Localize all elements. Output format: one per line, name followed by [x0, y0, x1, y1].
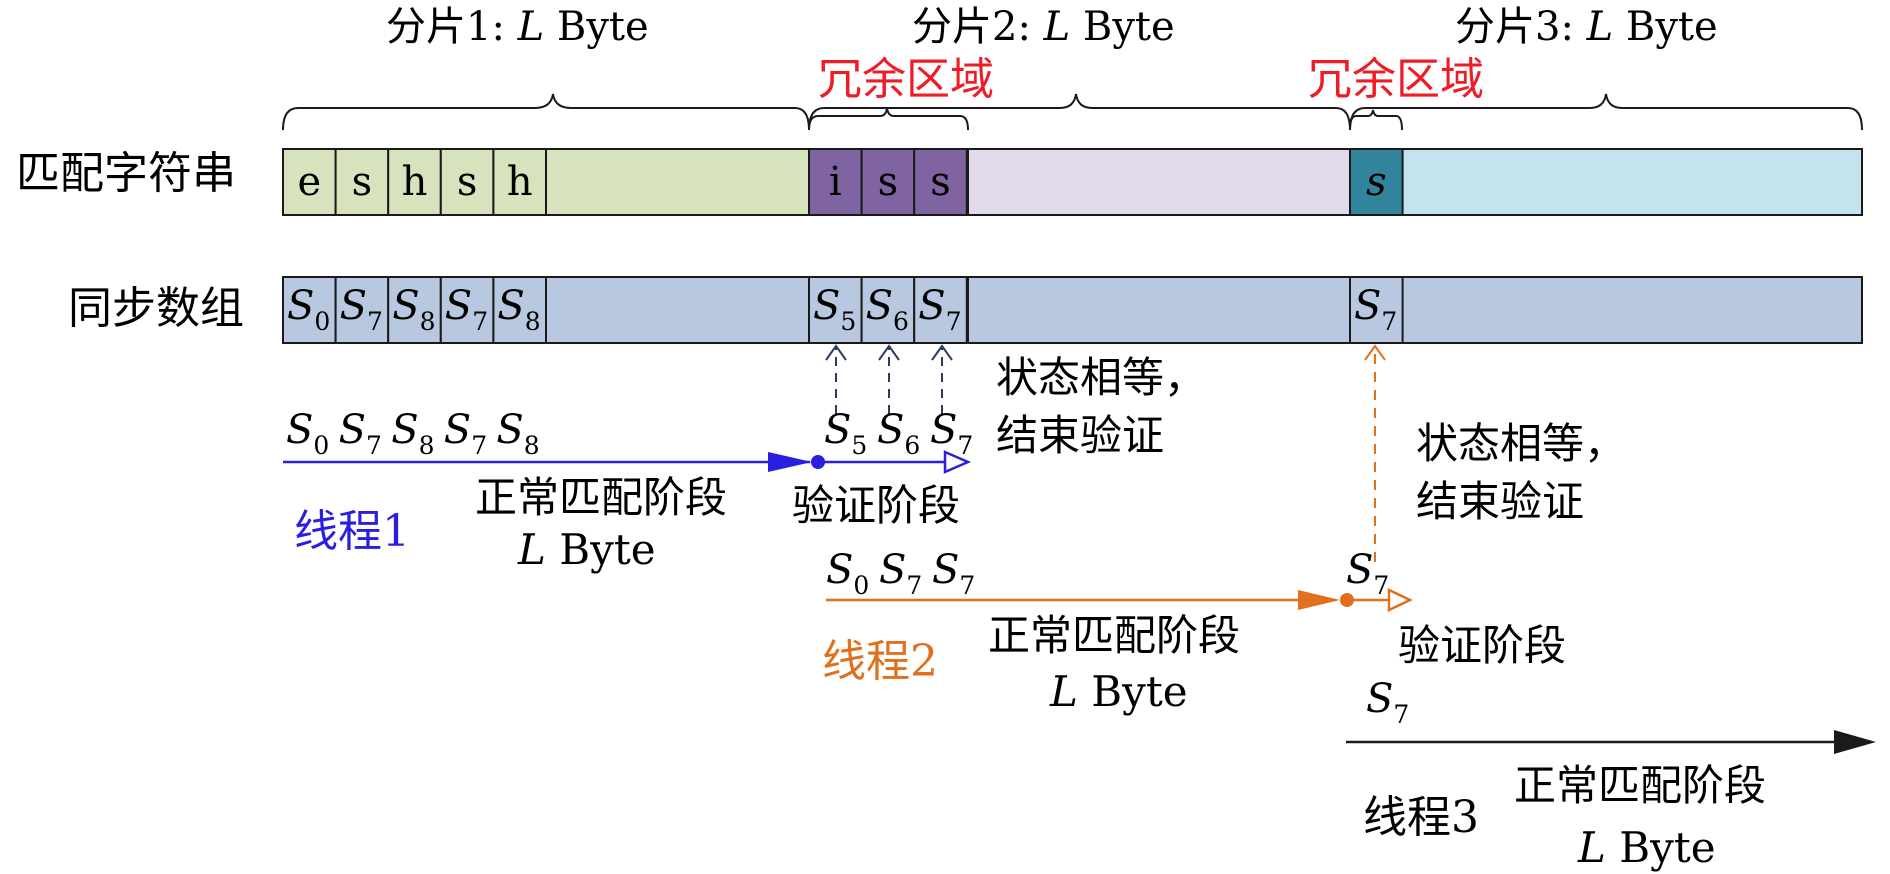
thread2-state: S7	[932, 547, 975, 600]
shard-labels: 分片1: L Byte 分片2: L Byte 分片3: L Byte 冗余区域…	[386, 4, 1718, 105]
shard3-match-char: s	[1366, 159, 1387, 205]
thread1-phase: 正常匹配阶段	[475, 473, 727, 522]
shard2-match-cell	[860, 148, 916, 216]
shard1-sync-state: S8	[392, 283, 435, 336]
shard1-match-cell	[282, 148, 337, 216]
shard1-sync-state: S0	[287, 283, 330, 336]
equal-note-thread1-line2: 结束验证	[996, 411, 1164, 460]
thread2: 线程2 正常匹配阶段 L Byte 验证阶段	[822, 588, 1566, 716]
shard2-match-char: s	[930, 159, 951, 205]
thread1-label: 线程1	[294, 506, 410, 557]
thread1-state: S7	[339, 407, 382, 460]
shard1-sync-state: S7	[340, 283, 383, 336]
shard3-brace	[1349, 93, 1863, 131]
shard1-sync-state: S7	[445, 283, 488, 336]
shard3-sync-cell	[1349, 276, 1404, 344]
redundant-brace-1	[808, 107, 969, 131]
thread1-state: S8	[496, 407, 539, 460]
shard1-sync-cell	[282, 276, 337, 344]
thread3-label: 线程3	[1363, 792, 1479, 843]
shard1-label: 分片1: L Byte	[386, 4, 649, 50]
match-string-row-label: 匹配字符串	[16, 148, 236, 199]
verify-arrow-head	[878, 344, 900, 361]
redundant-brace-2	[1349, 109, 1403, 131]
thread1-state: S8	[391, 407, 434, 460]
shard1-match-char: s	[352, 159, 373, 205]
thread1-verify-state: S7	[930, 407, 973, 460]
thread2-arrow-head	[1298, 590, 1340, 610]
equal-note-thread2-line1: 状态相等，	[1416, 419, 1626, 468]
shard2-match-char: s	[878, 159, 899, 205]
shard3-label: 分片3: L Byte	[1455, 4, 1718, 50]
thread2-state: S0	[826, 547, 869, 600]
shard2-match-cell	[913, 148, 968, 216]
thread3-phase: 正常匹配阶段	[1514, 761, 1766, 810]
shard3-match-cell	[1349, 148, 1404, 216]
thread3-arrow-head	[1834, 730, 1876, 754]
thread2-verify-arrow-head	[1387, 588, 1413, 612]
thread3-length: L Byte	[1577, 823, 1716, 872]
shard1-brace	[282, 93, 810, 131]
shard2-brace	[808, 93, 1351, 131]
thread2-state: S7	[879, 547, 922, 600]
verify-arrow-head	[931, 344, 953, 361]
thread2-verify-state: S7	[1346, 547, 1389, 600]
verify-arrow-head	[1364, 344, 1386, 361]
equal-note-thread2-line2: 结束验证	[1416, 477, 1584, 526]
verify-arrow-head	[825, 344, 847, 361]
thread1-state: S0	[286, 407, 329, 460]
shard1-match-cell	[439, 148, 495, 216]
equal-note-thread1-line1: 状态相等，	[996, 353, 1206, 402]
thread3: 线程3 正常匹配阶段 L Byte	[1346, 730, 1876, 872]
thread1-state: S7	[444, 407, 487, 460]
thread1-length: L Byte	[517, 525, 656, 574]
shard3-sync-state: S7	[1354, 283, 1397, 336]
shard2-label: 分片2: L Byte	[912, 4, 1175, 50]
shard1-match-cell	[387, 148, 442, 216]
shard1-sync-cell	[334, 276, 390, 344]
thread1-arrow-head	[768, 452, 812, 472]
sync-array-row-label: 同步数组	[68, 283, 244, 334]
shard2-sync-state: S6	[866, 283, 909, 336]
thread1-verify-arrows	[825, 344, 953, 414]
shard1-match-cell	[334, 148, 390, 216]
thread2-verify-arrow	[1364, 344, 1386, 562]
shard1-sync-cell	[439, 276, 495, 344]
redundant-label-1: 冗余区域	[818, 54, 994, 105]
equal-notes: 状态相等， 结束验证 状态相等， 结束验证	[996, 353, 1626, 526]
thread3-state: S7	[1366, 676, 1409, 729]
thread2-length: L Byte	[1049, 667, 1188, 716]
shard1-sync-cell	[387, 276, 442, 344]
shard2-sync-state: S5	[813, 283, 856, 336]
thread1-verify-phase: 验证阶段	[792, 481, 960, 530]
thread1-verify-state: S5	[824, 407, 867, 460]
shard1-match-char: h	[507, 159, 533, 205]
thread1: 线程1 正常匹配阶段 L Byte 验证阶段	[283, 450, 972, 574]
shard2-sync-cell	[913, 276, 968, 344]
shard1-match-char: s	[457, 159, 478, 205]
shard1-sync-cell	[492, 276, 547, 344]
shard1-match-char: e	[297, 159, 321, 205]
thread2-phase: 正常匹配阶段	[988, 611, 1240, 660]
shard1-match-cell	[492, 148, 547, 216]
shard1-match-char: h	[402, 159, 428, 205]
thread2-verify-phase: 验证阶段	[1398, 621, 1566, 670]
shard3-block	[1349, 148, 1863, 216]
shard2-sync-state: S7	[918, 283, 961, 336]
shard2-match-cell	[808, 148, 863, 216]
shard2-match-char: i	[829, 159, 842, 205]
redundant-label-2: 冗余区域	[1308, 54, 1484, 105]
thread2-label: 线程2	[822, 636, 938, 687]
thread1-verify-arrow-head	[943, 450, 972, 474]
braces	[282, 93, 1863, 131]
thread1-verify-state: S6	[877, 407, 920, 460]
shard1-sync-state: S8	[497, 283, 540, 336]
shard2-sync-cell	[860, 276, 916, 344]
